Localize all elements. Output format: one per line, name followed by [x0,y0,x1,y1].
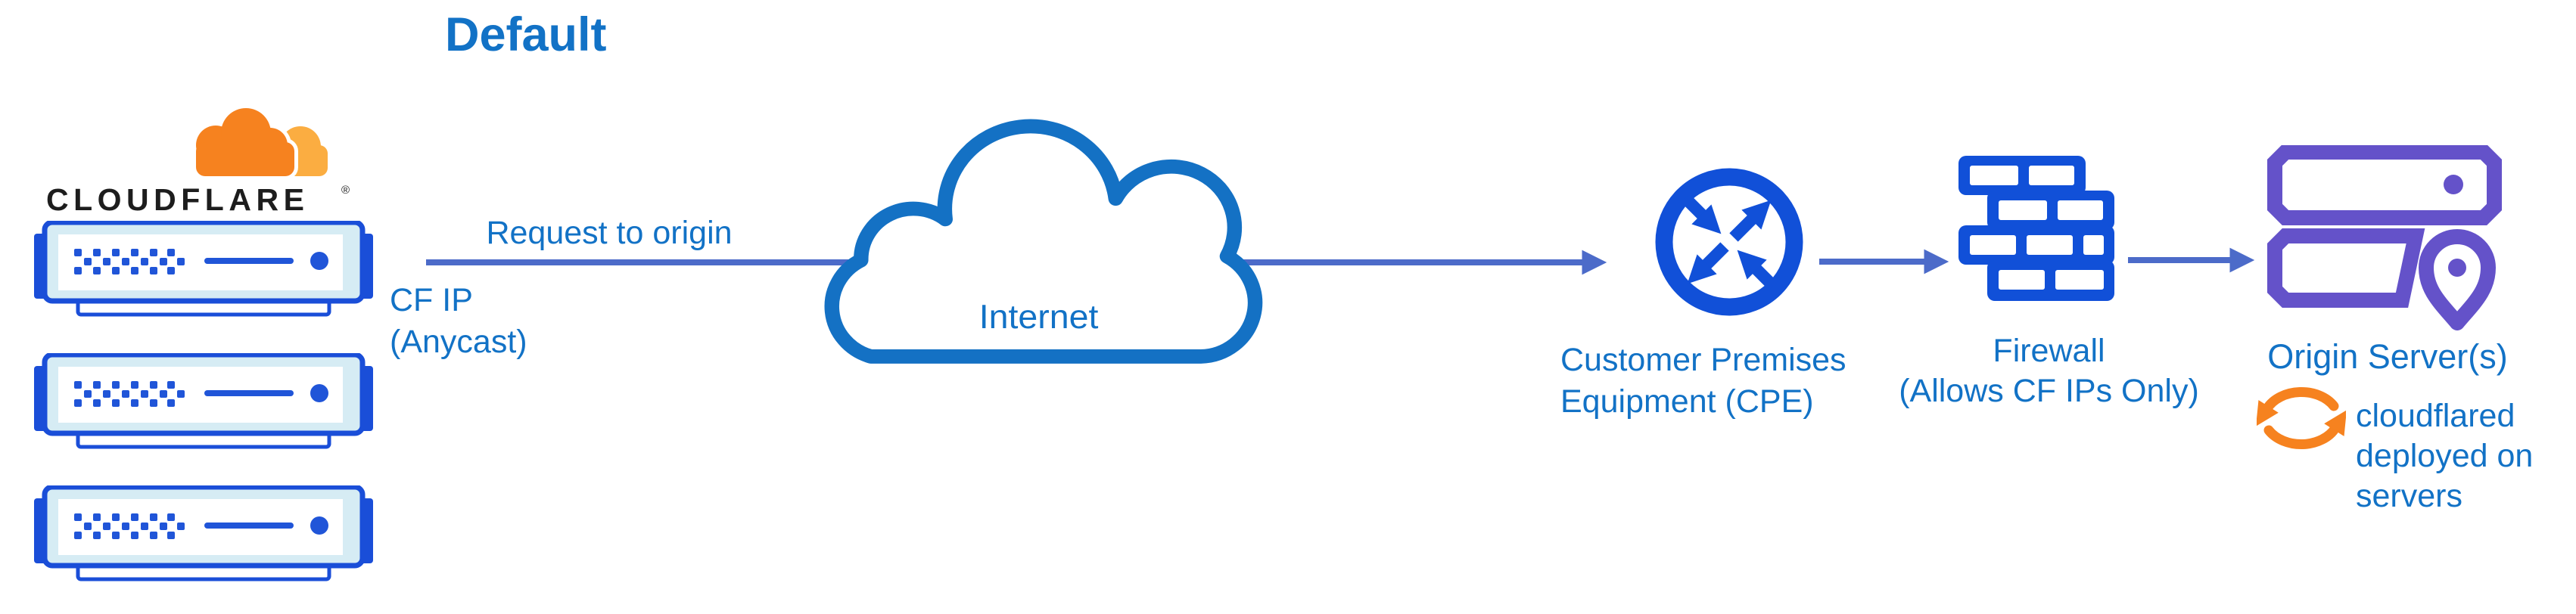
cpe-label-line1: Customer Premises [1560,342,1846,378]
firewall-label: Firewall (Allows CF IPs Only) [1873,331,2225,411]
cpe-label: Customer Premises Equipment (CPE) [1560,340,1846,423]
firewall-icon [1958,156,2114,301]
internet-cloud-icon: Internet [824,119,1263,364]
edge-server-icon [34,353,373,451]
internet-label: Internet [979,298,1099,336]
request-to-origin-label: Request to origin [486,215,733,251]
cloudflared-note-line2: deployed on [2356,438,2534,474]
edge-server-icon [34,485,373,584]
location-pin-icon [2419,229,2496,330]
cpe-label-line2: Equipment (CPE) [1560,383,1814,420]
edge-server-icon [34,221,373,319]
cloudflare-wordmark: CLOUDFLARE [46,182,309,217]
firewall-label-line1: Firewall [1993,333,2105,369]
cloudflare-cloud-main [196,108,294,176]
cf-ip-line1: CF IP [390,282,473,318]
cloudflared-note-line3: servers [2356,478,2462,514]
origin-servers-icon [2267,145,2502,330]
cloudflared-note: cloudflared deployed on servers [2356,396,2533,516]
cpe-router-icon [1655,168,1803,316]
cf-ip-anycast-label: CF IP (Anycast) [390,280,527,363]
page-title: Default [445,8,607,61]
cf-ip-line2: (Anycast) [390,324,527,360]
registered-trademark-mark: ® [341,184,350,197]
cloudflare-logo-icon: CLOUDFLARE ® [46,104,350,217]
cloudflared-note-line1: cloudflared [2356,398,2515,434]
firewall-label-line2: (Allows CF IPs Only) [1899,373,2199,409]
origin-servers-label: Origin Server(s) [2267,337,2508,376]
cloudflared-sync-icon [2257,386,2346,450]
